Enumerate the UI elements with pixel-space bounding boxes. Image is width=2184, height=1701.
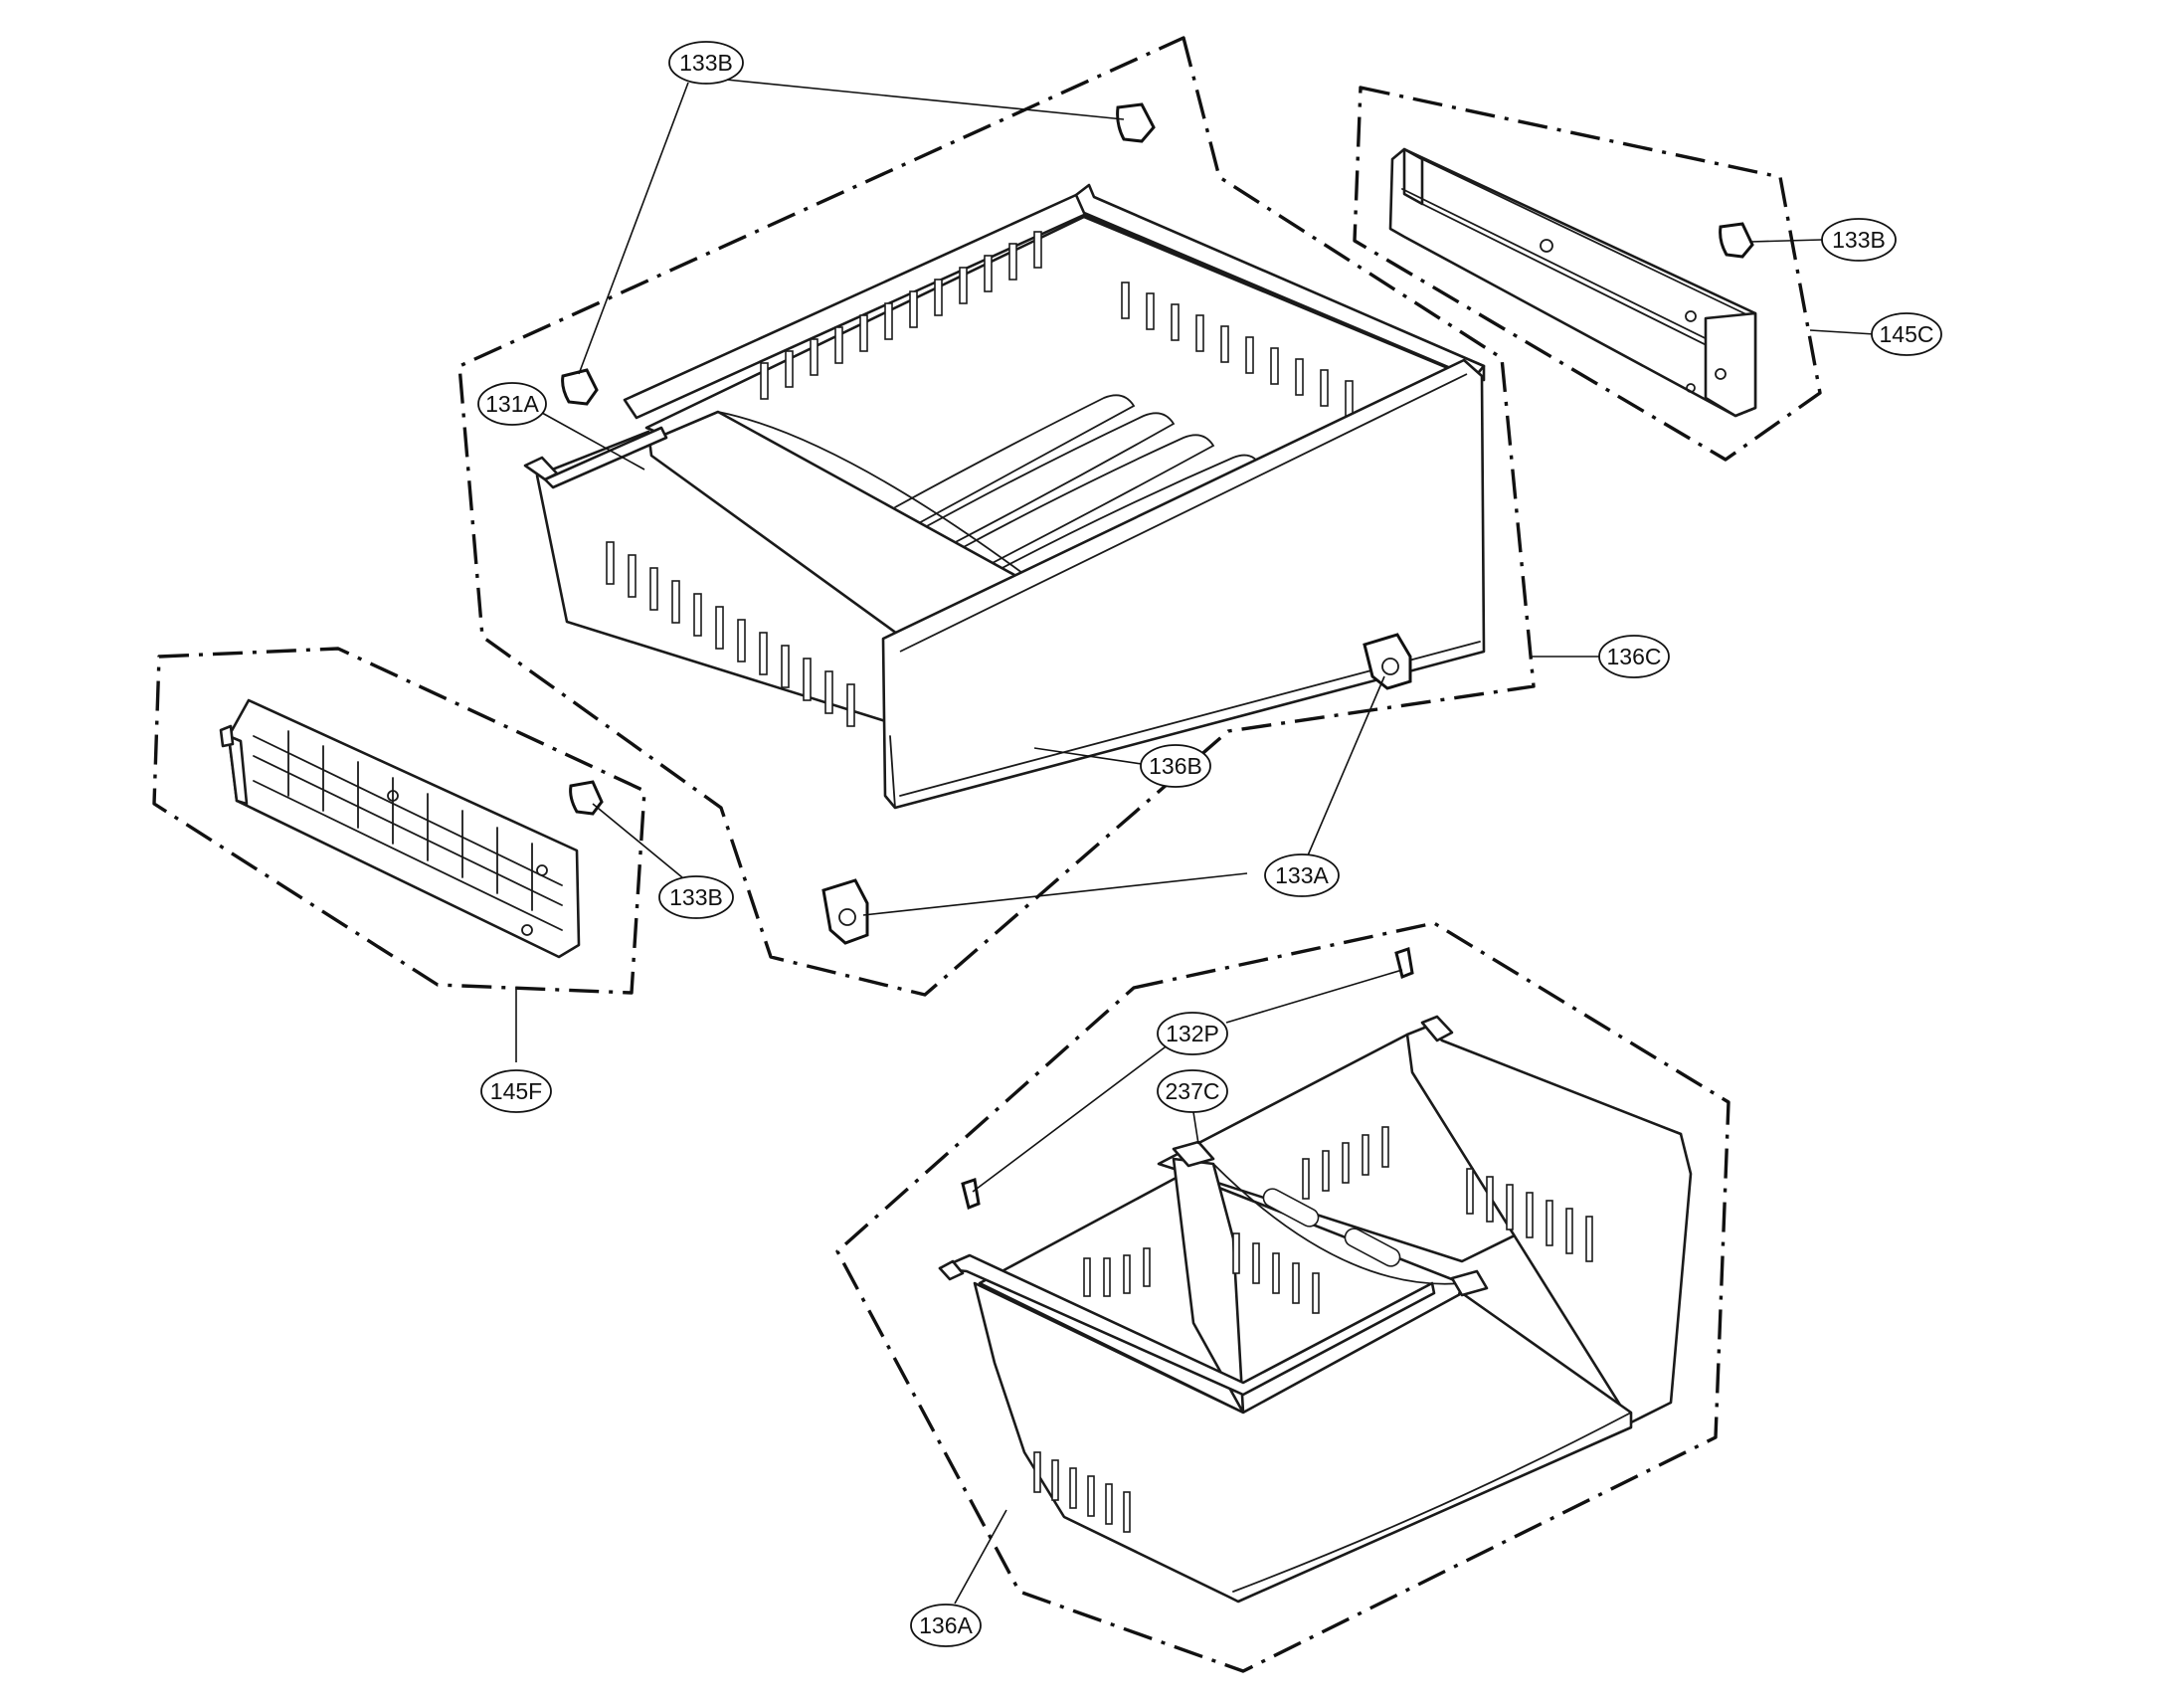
svg-text:133B: 133B [679,50,733,76]
svg-text:145C: 145C [1880,321,1934,347]
clip-133b-cover [569,780,604,816]
pin-132p-lower [961,1178,981,1211]
upper-drawer-side-vents [606,541,855,727]
svg-text:237C: 237C [1166,1078,1220,1104]
clip-133b-top [1116,102,1156,143]
callout-136b: 136B [1140,744,1211,788]
lower-basket-floor-vents [1083,1232,1320,1314]
callout-136c: 136C [1598,635,1670,678]
upper-drawer-back-vents [760,231,1354,418]
lower-basket [938,1015,1693,1604]
callout-237c: 237C [1157,1069,1228,1113]
callout-131a: 131A [477,382,547,426]
svg-text:133A: 133A [1275,862,1329,888]
svg-text:136C: 136C [1607,644,1662,669]
group-boundary-lower-basket [835,921,1730,1673]
callout-133b-rail: 133B [1821,218,1897,262]
callout-133a: 133A [1264,853,1340,897]
roller-133a-right [1363,633,1412,690]
pin-132p-upper [1394,947,1414,980]
callout-132p: 132P [1157,1012,1228,1055]
group-boundary-front-cover [152,647,646,995]
clip-133b-rail [1719,222,1754,259]
group-boundary-rear-rail [1353,86,1822,462]
svg-text:133B: 133B [1832,227,1886,253]
svg-text:131A: 131A [485,391,539,417]
rear-rail [1388,147,1757,418]
svg-text:133B: 133B [669,884,723,910]
callout-133b-top: 133B [668,41,744,85]
svg-text:136A: 136A [919,1612,973,1638]
leader-lines [515,79,1876,1605]
front-cover [219,698,581,959]
callout-145f: 145F [480,1069,552,1113]
lower-basket-front-vents [1033,1451,1131,1533]
callout-145c: 145C [1871,312,1942,356]
upper-drawer [523,183,1486,810]
svg-text:132P: 132P [1166,1021,1219,1046]
front-cover-grid [253,730,563,931]
roller-133a-left [821,878,869,945]
callout-133b-cover: 133B [658,875,734,919]
lower-basket-back-vents [1302,1126,1593,1262]
clip-133b-left-drawer [561,368,599,406]
callout-136a: 136A [910,1604,982,1647]
group-boundary-upper-drawer [457,36,1536,997]
svg-text:145F: 145F [490,1078,542,1104]
svg-text:136B: 136B [1149,753,1202,779]
